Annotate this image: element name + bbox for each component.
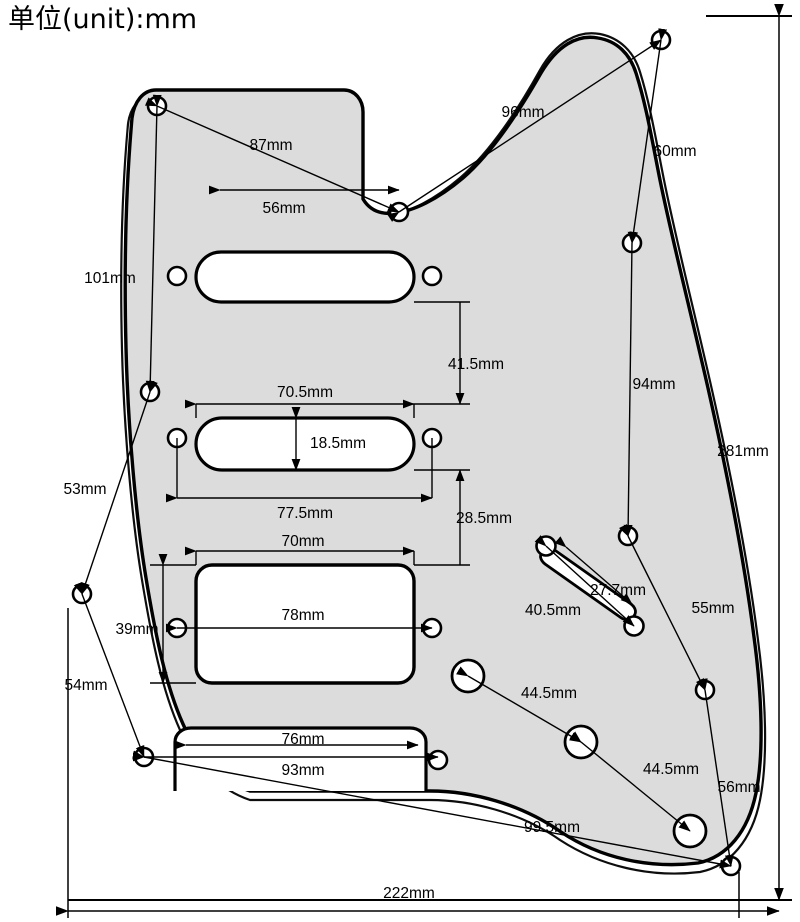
label-horn-diagonal: 87mm [249,137,292,154]
label-bridge-screw-span: 78mm [281,607,324,624]
label-overall-width: 222mm [383,885,435,902]
middle-pickup-cutout [194,416,416,472]
dimension-lines [73,28,734,869]
label-bridge-width: 70mm [281,533,324,550]
label-left-upper: 101mm [84,270,136,287]
label-overall-height: 281mm [717,443,769,460]
neck-pickup-cutout [194,250,416,304]
label-bottom-right: 56mm [717,779,760,796]
page-title: 单位(unit):mm [8,4,198,35]
neck-pickup-screw-holes [166,265,443,287]
dimension-labels: 87mm 56mm 96mm 60mm 101mm 53mm 54mm 94mm… [63,104,768,902]
label-bottom-inner: 76mm [281,731,324,748]
overall-dimension-frame [56,4,792,918]
label-knob-2: 44.5mm [643,761,699,778]
label-bridge-height: 39mm [115,621,158,638]
label-right-long: 94mm [632,376,675,393]
label-left-mid: 53mm [63,481,106,498]
bridge-humbucker-cutout [194,563,416,685]
label-mid-slot-width: 70.5mm [277,384,333,401]
label-knob-1: 44.5mm [521,685,577,702]
label-neck-middle-gap: 41.5mm [448,356,504,373]
label-switch-slot: 27.7mm [590,582,646,599]
label-mid-screw-span: 77.5mm [277,505,333,522]
label-mid-bridge-gap: 28.5mm [456,510,512,527]
label-left-lower: 54mm [64,677,107,694]
label-neck-cut-width: 56mm [262,200,305,217]
label-upper-right-vertical: 60mm [653,143,696,160]
label-bottom-diag: 99.5mm [524,819,580,836]
label-bottom-outer: 93mm [281,762,324,779]
label-upper-right-diagonal: 96mm [501,104,544,121]
label-right-edge: 55mm [691,600,734,617]
label-switch-span: 40.5mm [525,602,581,619]
label-mid-slot-height: 18.5mm [310,435,366,452]
